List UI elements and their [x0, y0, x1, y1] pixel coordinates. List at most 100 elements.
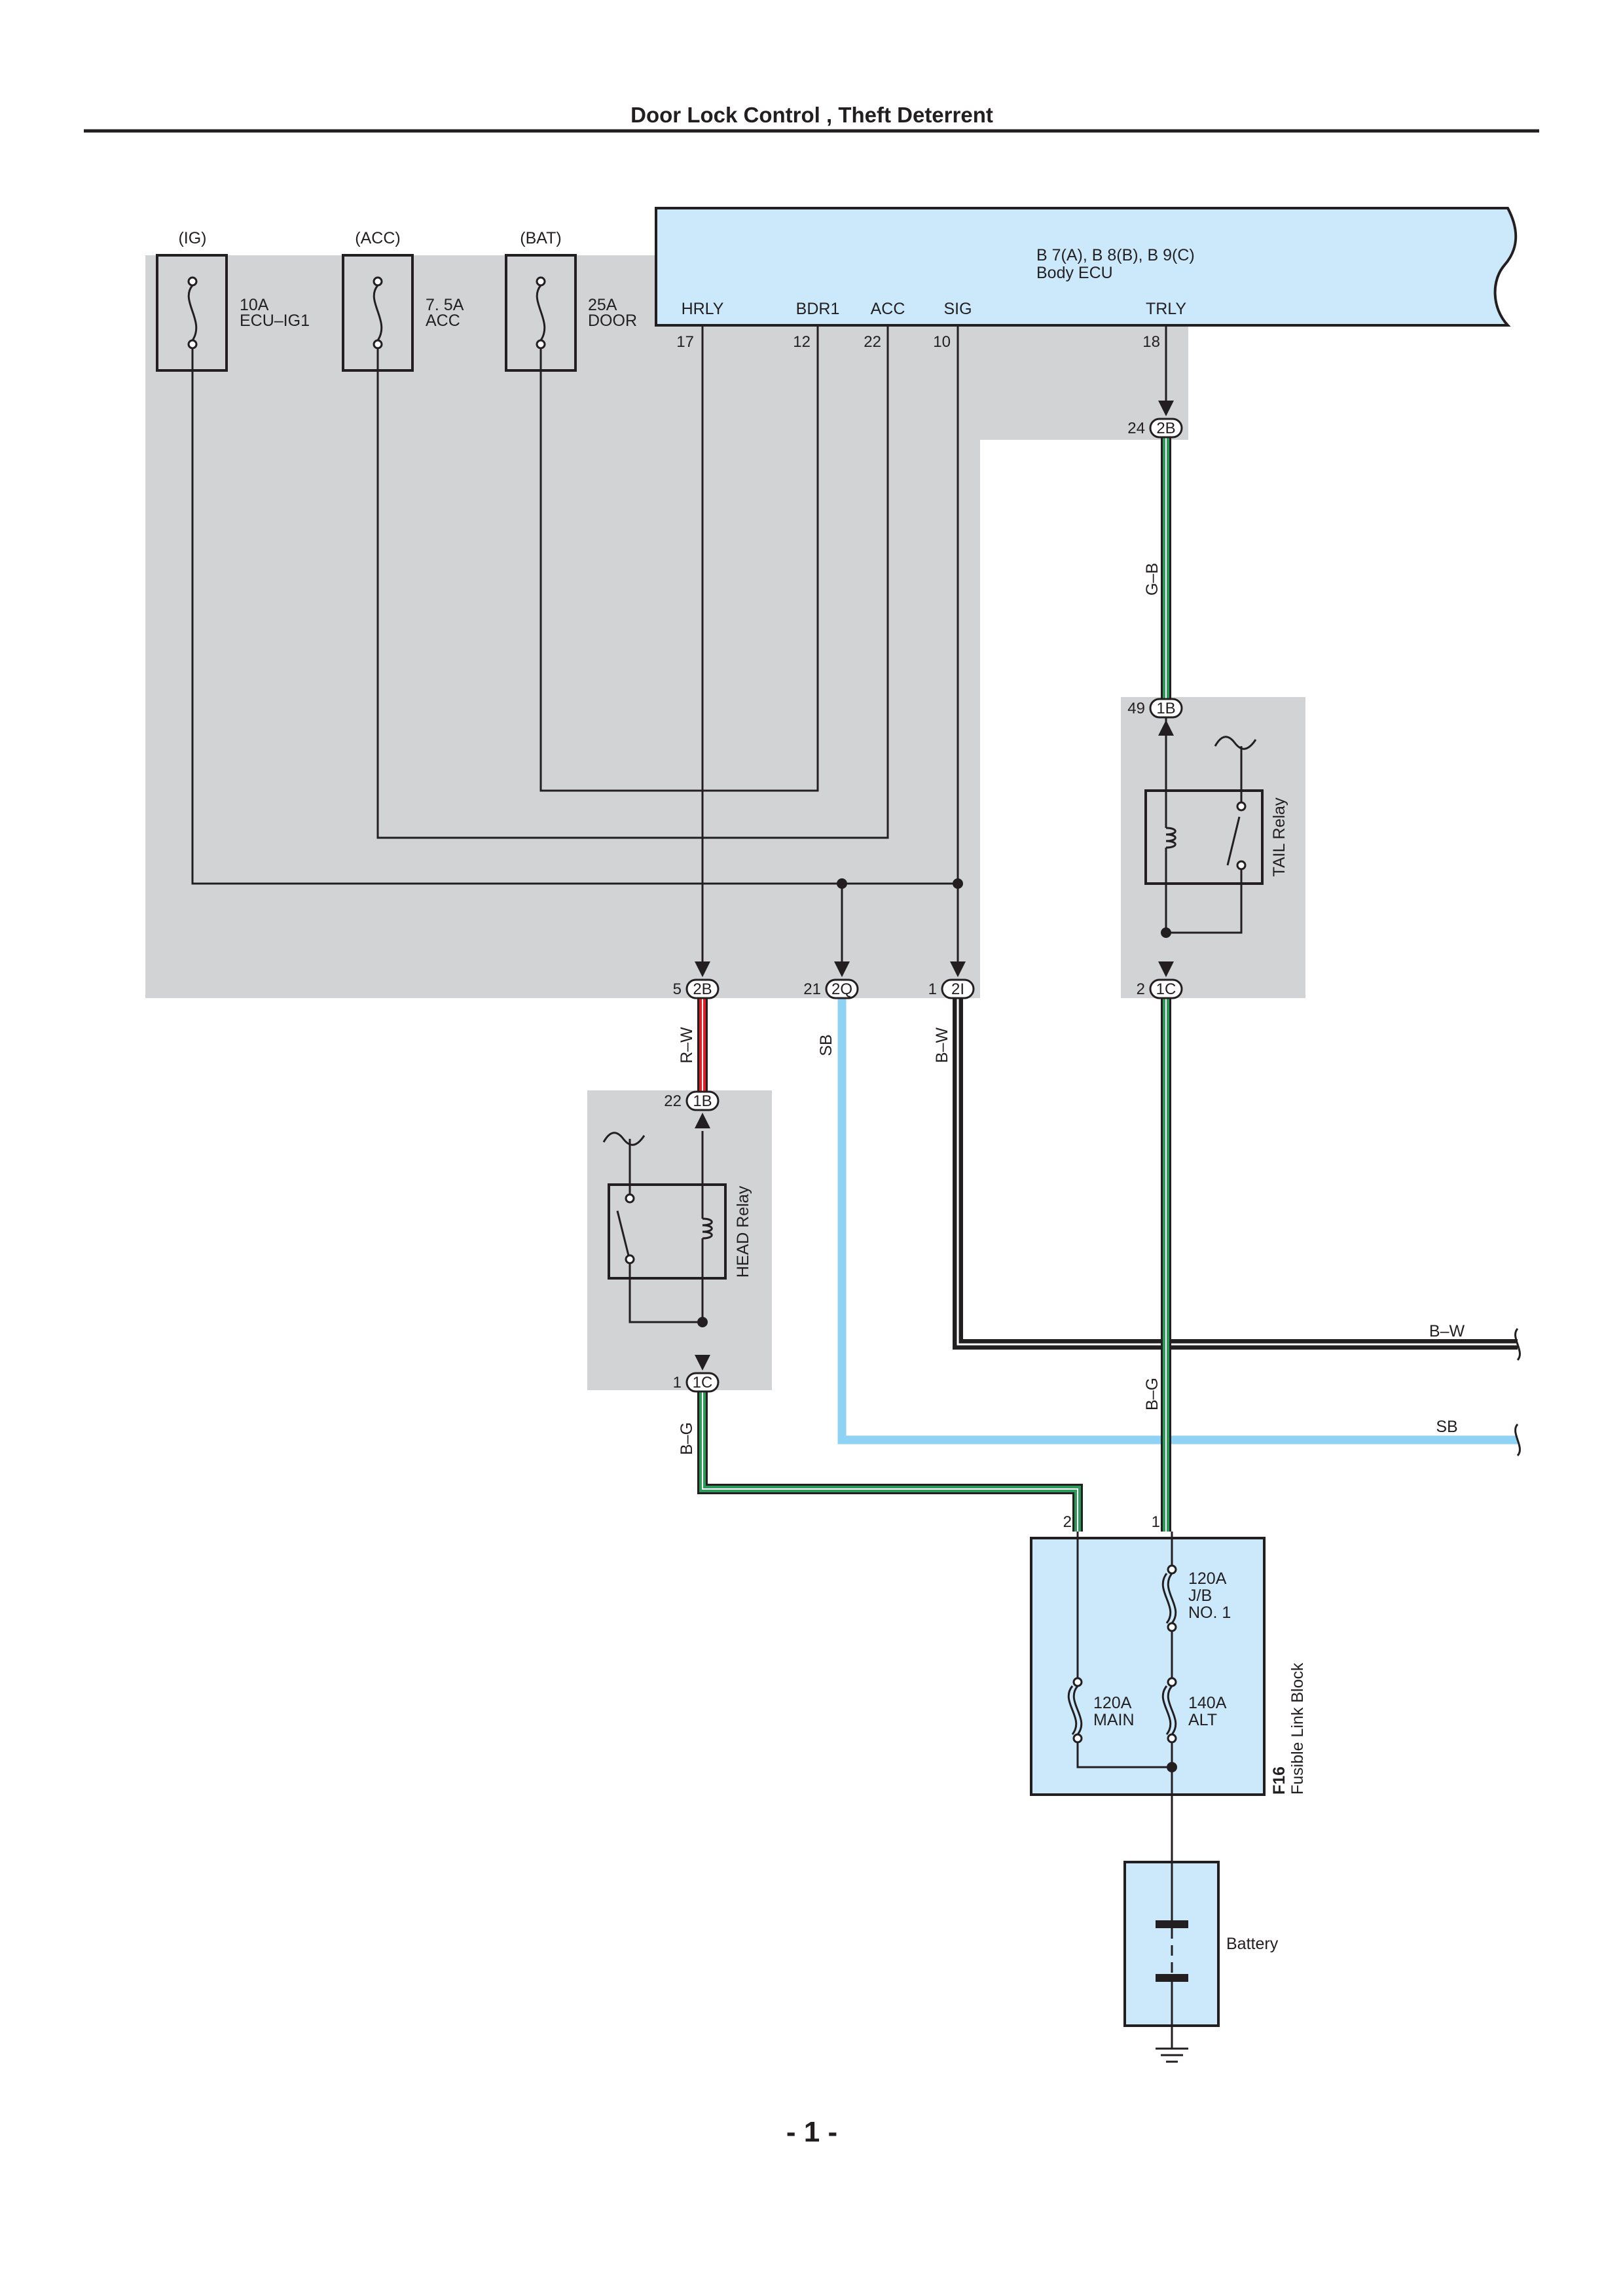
relay-box — [1144, 789, 1264, 885]
connector-pin: 2 — [1137, 980, 1145, 998]
wire-code: B–W — [933, 1028, 951, 1064]
connector-pin: 49 — [1127, 700, 1145, 717]
fuse-name: DOOR — [588, 312, 637, 330]
connector-pin: 5 — [673, 980, 682, 998]
link-terminal — [1072, 1677, 1083, 1687]
connector-pin: 1 — [673, 1374, 682, 1391]
fuse-terminal — [536, 276, 546, 287]
link-name: J/B — [1188, 1587, 1212, 1605]
link-rating: 120A — [1093, 1694, 1132, 1712]
ground-icon — [1156, 2047, 1188, 2063]
wire-code: G–B — [1143, 563, 1161, 596]
junction-dot — [697, 1317, 708, 1327]
wire-b-w: B–W — [933, 998, 1518, 1350]
ac-source-icon — [1214, 736, 1257, 750]
wire-sb: SB — [817, 998, 1518, 1444]
switch-contact — [1236, 801, 1247, 812]
arrow-down-icon — [695, 1355, 710, 1371]
wire-acc — [376, 325, 889, 839]
link-terminal — [1167, 1733, 1177, 1744]
switch-contact — [625, 1193, 635, 1204]
link-name: MAIN — [1093, 1711, 1135, 1729]
fuse-supply-acc: (ACC) — [355, 229, 400, 247]
body-ecu-name: B 7(A), B 8(B), B 9(C) — [1036, 246, 1195, 264]
connector-1b-49: 1B 49 — [1127, 698, 1183, 736]
connector-1c-1: 1C 1 — [673, 1355, 720, 1393]
coil-icon — [702, 1217, 713, 1240]
fuse-name: ACC — [426, 312, 460, 330]
coil-icon — [1165, 827, 1176, 849]
connector-code: 2I — [951, 980, 964, 998]
wire-code: B–G — [1143, 1378, 1161, 1410]
continuation-label: B–W — [1429, 1322, 1465, 1340]
fusible-link-id: F16 — [1270, 1767, 1288, 1795]
junction-dot — [953, 878, 963, 889]
fuse-terminal — [187, 276, 198, 287]
link-rating: 140A — [1188, 1694, 1227, 1712]
connector-pin: 24 — [1127, 420, 1145, 437]
battery-label: Battery — [1226, 1935, 1279, 1953]
wire-door-bdr1 — [539, 325, 819, 792]
ecu-pin-number-18: 18 — [1142, 333, 1160, 351]
wire-code: B–G — [678, 1422, 696, 1455]
arrow-down-icon — [1158, 961, 1174, 977]
relay-label: HEAD Relay — [734, 1185, 752, 1278]
link-rating: 120A — [1188, 1570, 1227, 1588]
link-terminal — [1167, 1564, 1177, 1575]
fusible-link-block: 2 1 120A J/B NO. 1 120A MAIN 140A ALT F1… — [1030, 1513, 1307, 1862]
fuse-rating: 7. 5A — [426, 296, 464, 314]
fuse-supply-bat: (BAT) — [520, 229, 561, 247]
connector-code: 1C — [693, 1374, 713, 1391]
arrow-down-icon — [834, 961, 850, 977]
tail-relay: TAIL Relay — [1144, 713, 1288, 938]
link-terminal — [1072, 1733, 1083, 1744]
ecu-pin-label-trly: TRLY — [1146, 300, 1186, 318]
connector-2b-5: 2B 5 — [673, 961, 720, 999]
fusible-link-icon — [1161, 1573, 1177, 1624]
ecu-pin-label-hrly: HRLY — [682, 300, 724, 318]
fuse-door: (BAT) 25A DOOR — [505, 229, 637, 372]
tail-relay-area — [1121, 697, 1305, 998]
ecu-pin-number-12: 12 — [793, 333, 811, 351]
ecu-pin-number-17: 17 — [676, 333, 694, 351]
fusible-link-box — [1030, 1537, 1266, 1796]
continuation-b-w: B–W — [1429, 1322, 1521, 1361]
connector-pin: 1 — [928, 980, 937, 998]
wire-code: R–W — [678, 1027, 696, 1064]
junction-dot — [1161, 927, 1171, 938]
ecu-pin-label-bdr1: BDR1 — [796, 300, 840, 318]
connector-2i-1: 2I 1 — [928, 961, 975, 999]
fuse-terminal — [373, 276, 383, 287]
connector-pin: 21 — [803, 980, 821, 998]
fuse-acc: (ACC) 7. 5A ACC — [342, 229, 464, 372]
connector-code: 2B — [1156, 420, 1175, 437]
junction-block-area — [145, 255, 1188, 998]
body-ecu-box — [655, 207, 1518, 327]
wire-g-b: G–B — [1143, 437, 1171, 699]
body-ecu-subtitle: Body ECU — [1036, 264, 1113, 282]
fuse-supply-ig: (IG) — [178, 229, 206, 247]
wire-b-g-tail: B–G — [1143, 998, 1171, 1532]
link-name-2: NO. 1 — [1188, 1604, 1231, 1622]
fuse-rating: 25A — [588, 296, 617, 314]
fuse-icon — [536, 285, 546, 341]
body-ecu: B 7(A), B 8(B), B 9(C) Body ECU HRLY BDR… — [655, 207, 1518, 351]
link-name: ALT — [1188, 1711, 1217, 1729]
ecu-pin-number-10: 10 — [933, 333, 951, 351]
switch-arm — [616, 1210, 630, 1256]
continuation-label: SB — [1436, 1418, 1457, 1436]
wire-r-w: R–W — [678, 998, 708, 1092]
link-terminal — [1167, 1622, 1177, 1632]
relay-label: TAIL Relay — [1270, 797, 1288, 876]
arrow-up-icon — [695, 1113, 710, 1128]
relay-box — [608, 1183, 727, 1280]
fuse-terminal — [187, 339, 198, 350]
head-relay-area — [587, 1090, 772, 1390]
fusible-link-icon — [1067, 1685, 1083, 1735]
fuse-rating: 10A — [240, 296, 269, 314]
junction-dot — [837, 878, 847, 889]
continuation-sb: SB — [1436, 1418, 1521, 1457]
arrow-down-icon — [695, 961, 710, 977]
ecu-pin-label-sig: SIG — [943, 300, 972, 318]
